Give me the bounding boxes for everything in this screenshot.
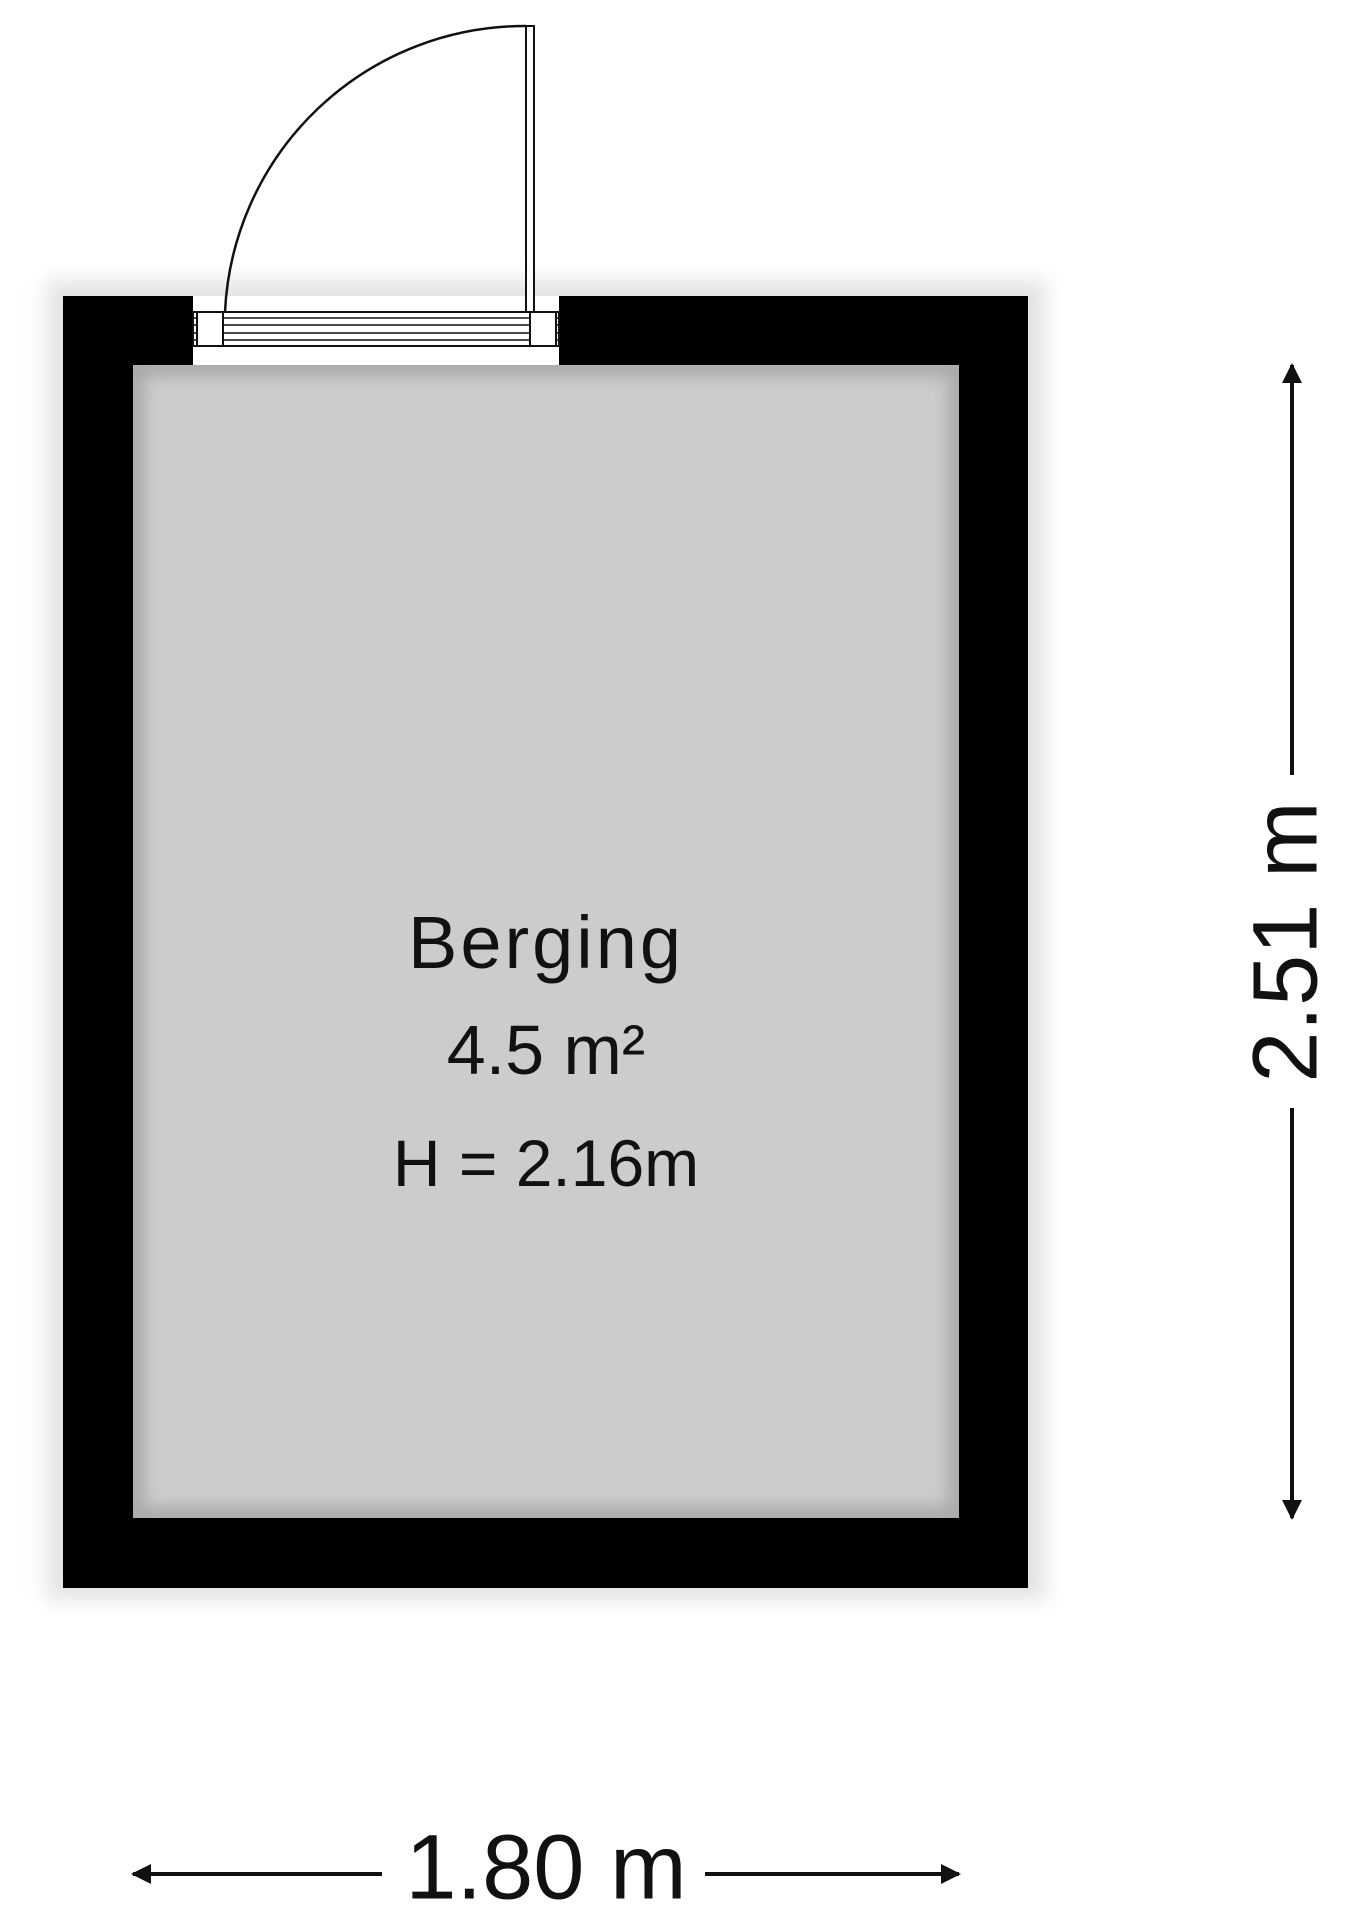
door-leaf — [525, 25, 535, 313]
door-jamb-right — [529, 311, 557, 347]
width-dimension: 1.80 m — [131, 1816, 961, 1918]
depth-dimension: 2.51 m — [1234, 363, 1336, 1520]
room-floor — [133, 365, 959, 1518]
room-name: Berging — [408, 901, 684, 984]
room-height: H = 2.16m — [393, 1126, 699, 1200]
width-dimension-label: 1.80 m — [405, 1816, 686, 1918]
room-area: 4.5 m² — [447, 1011, 645, 1089]
door — [192, 24, 560, 365]
door-jamb-left — [196, 311, 224, 347]
door-threshold — [192, 311, 560, 347]
depth-dimension-label: 2.51 m — [1234, 801, 1336, 1082]
door-swing-arc — [223, 24, 527, 313]
